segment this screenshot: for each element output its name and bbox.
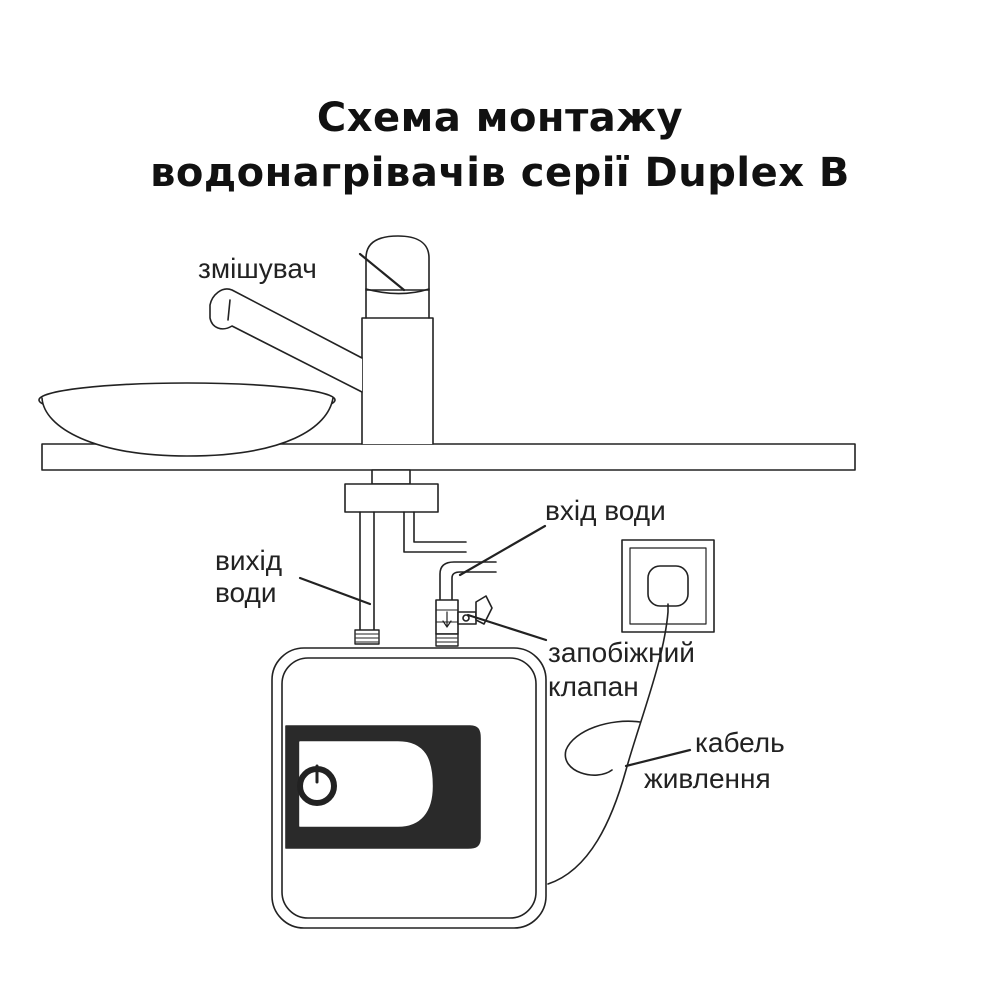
label-mixer: змішувач <box>198 253 317 284</box>
outlet-pipe <box>359 511 375 633</box>
label-power-cable-1: кабель <box>695 727 785 758</box>
water-heater <box>271 647 547 929</box>
title-line-2: водонагрівачів серії Duplex B <box>150 150 850 196</box>
title-line-1: Схема монтажу <box>316 95 684 141</box>
label-safety-valve-2: клапан <box>548 671 639 702</box>
inlet-pipe-hot <box>403 511 467 553</box>
label-water-outlet-2: води <box>215 577 277 608</box>
mixer-faucet <box>209 235 434 445</box>
sink-bowl <box>38 382 336 457</box>
label-water-inlet: вхід води <box>545 495 666 526</box>
label-safety-valve-1: запобіжний <box>548 637 695 668</box>
label-power-cable-2: живлення <box>644 763 771 794</box>
inlet-pipe-cold <box>439 561 497 633</box>
mounting-block <box>344 483 439 513</box>
safety-valve <box>435 595 493 635</box>
label-water-outlet-1: вихід <box>215 545 283 576</box>
power-cable <box>547 603 669 885</box>
